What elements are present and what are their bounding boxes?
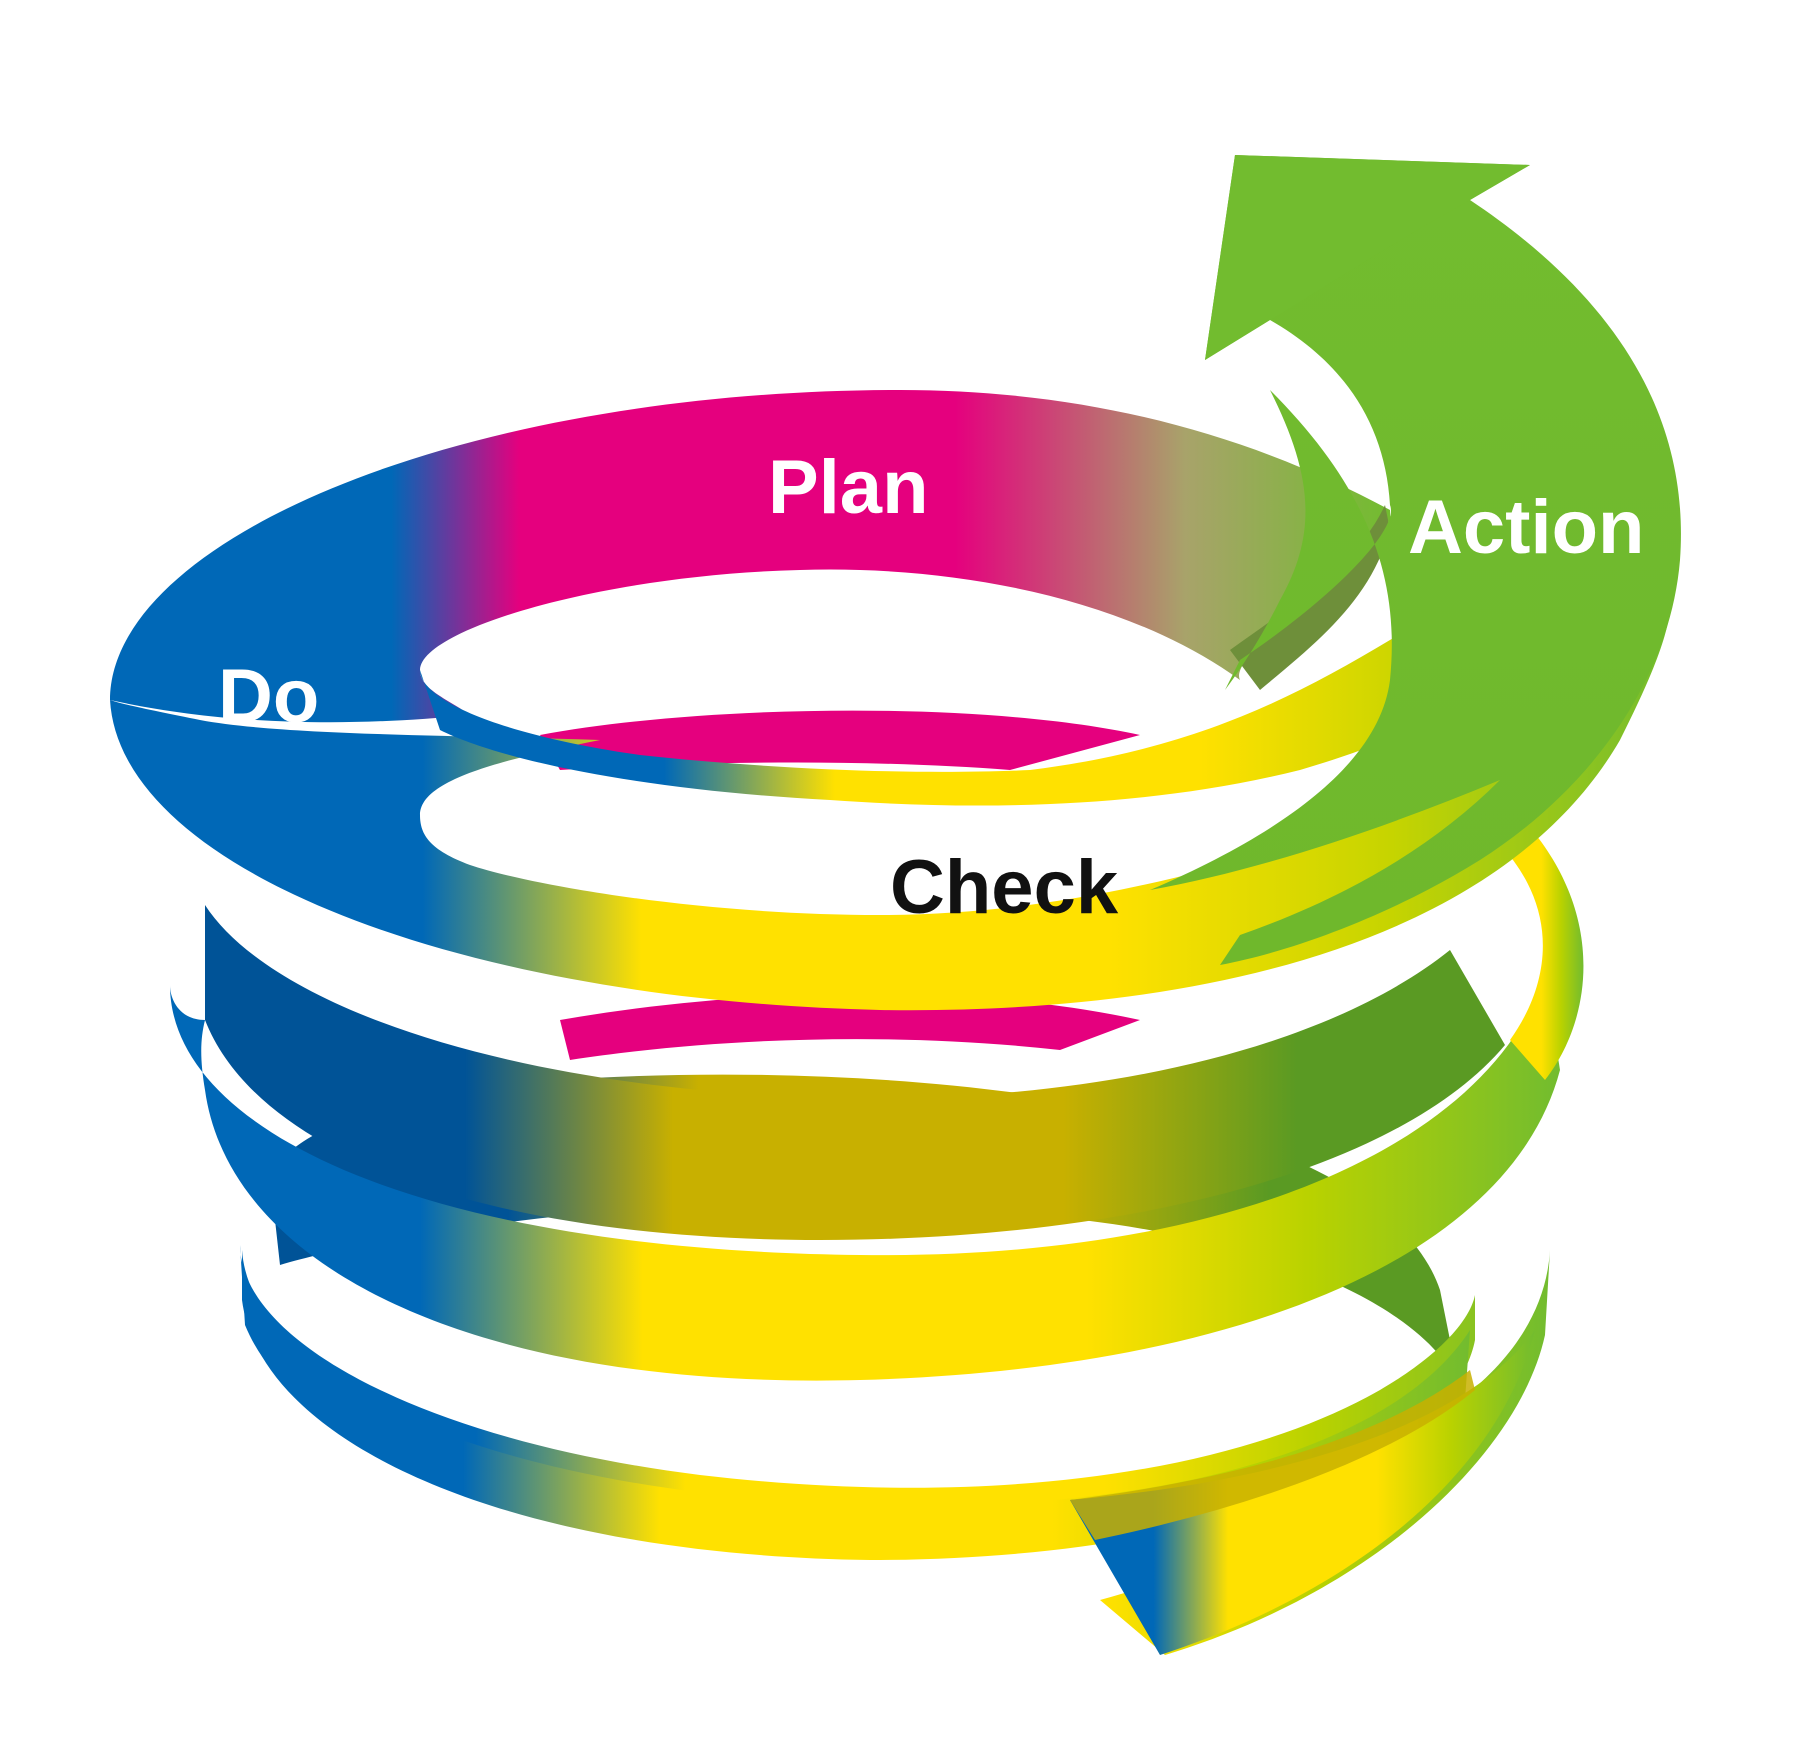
top-coil-front-top — [420, 520, 1640, 806]
top-coil-front-band — [110, 560, 1673, 1011]
top-coil-back-arc — [110, 390, 1390, 723]
top-coil-inner-magenta — [540, 710, 1140, 770]
bottom-coil-front — [240, 1245, 1550, 1655]
middle-coil-right — [1460, 780, 1584, 1080]
labels: Plan Do Check Action — [218, 445, 1644, 930]
action-arrow — [1150, 155, 1681, 965]
label-action: Action — [1408, 485, 1644, 570]
bottom-coil-lower-band — [242, 1250, 1470, 1560]
middle-coil-back-shade — [205, 905, 1505, 1240]
label-plan: Plan — [768, 445, 929, 530]
middle-coil-back-magenta — [560, 993, 1140, 1060]
bottom-coil-tail-shade — [1070, 1370, 1475, 1540]
middle-coil-front — [170, 975, 1560, 1381]
action-arrow-body — [1150, 155, 1681, 965]
top-coil-front — [110, 520, 1673, 1011]
label-do: Do — [218, 654, 319, 739]
middle-coil — [170, 780, 1584, 1381]
label-check: Check — [890, 845, 1119, 930]
action-arrow-head — [1205, 155, 1530, 360]
bottom-coil-tail — [1070, 1330, 1535, 1655]
